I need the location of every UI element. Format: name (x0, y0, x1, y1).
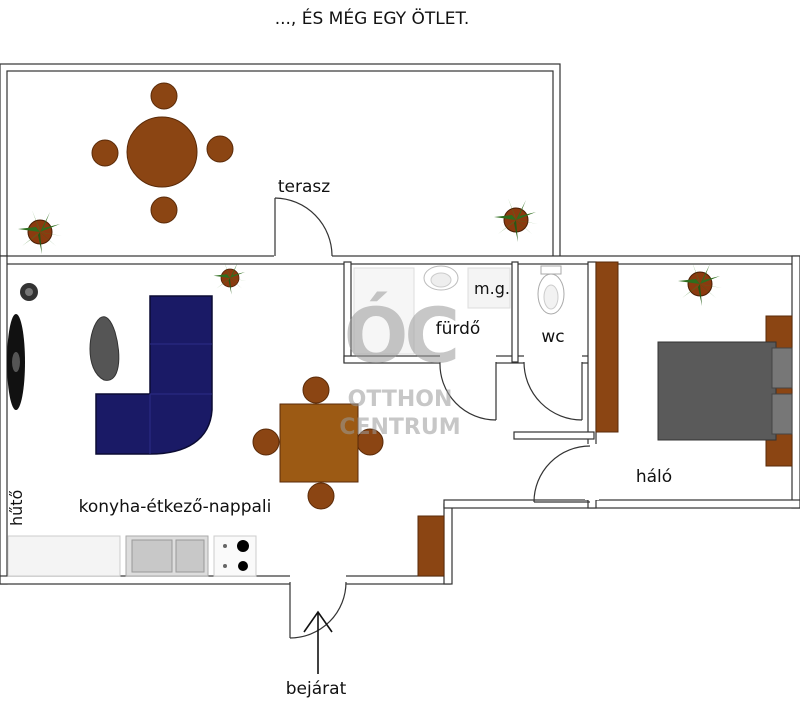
terrace-table-set (91, 82, 234, 224)
washing-machine (467, 267, 511, 309)
armchair (89, 316, 120, 381)
room-label-terrace: terasz (278, 177, 330, 197)
stove-icon (213, 535, 257, 577)
room-label-toilet: wc (541, 327, 564, 347)
wardrobe (595, 261, 619, 433)
fan-icon (7, 314, 25, 410)
toilet-icon (537, 265, 565, 315)
watermark-logo: ÓC (344, 290, 456, 380)
arrow-up-icon (303, 610, 333, 674)
watermark: ÓC OTTHON CENTRUM (339, 290, 460, 440)
sink-icon (423, 265, 459, 291)
corner-sofa (95, 295, 213, 455)
room-label-utility: m.g. (474, 279, 510, 298)
double-bed (657, 315, 793, 467)
lamp-icon (20, 283, 38, 301)
plan-title: ..., ÉS MÉG EGY ÖTLET. (275, 7, 470, 29)
watermark-line2: CENTRUM (339, 415, 460, 440)
sofa-cushions (149, 343, 212, 454)
bathtub (353, 267, 415, 355)
fridge-label: hűtő (7, 490, 26, 526)
potted-plant-icon (677, 261, 723, 307)
dining-set (252, 376, 384, 510)
entrance-label: bejárat (286, 679, 347, 699)
kitchen-counter (7, 535, 209, 577)
room-label-bathroom: fürdő (436, 319, 481, 339)
cabinet (417, 515, 445, 577)
room-label-bedroom: háló (636, 467, 672, 487)
doors (188, 197, 782, 639)
watermark-line1: OTTHON (348, 387, 453, 412)
potted-plant-icon (213, 261, 247, 295)
room-label-living: konyha-étkező-nappali (79, 497, 272, 517)
